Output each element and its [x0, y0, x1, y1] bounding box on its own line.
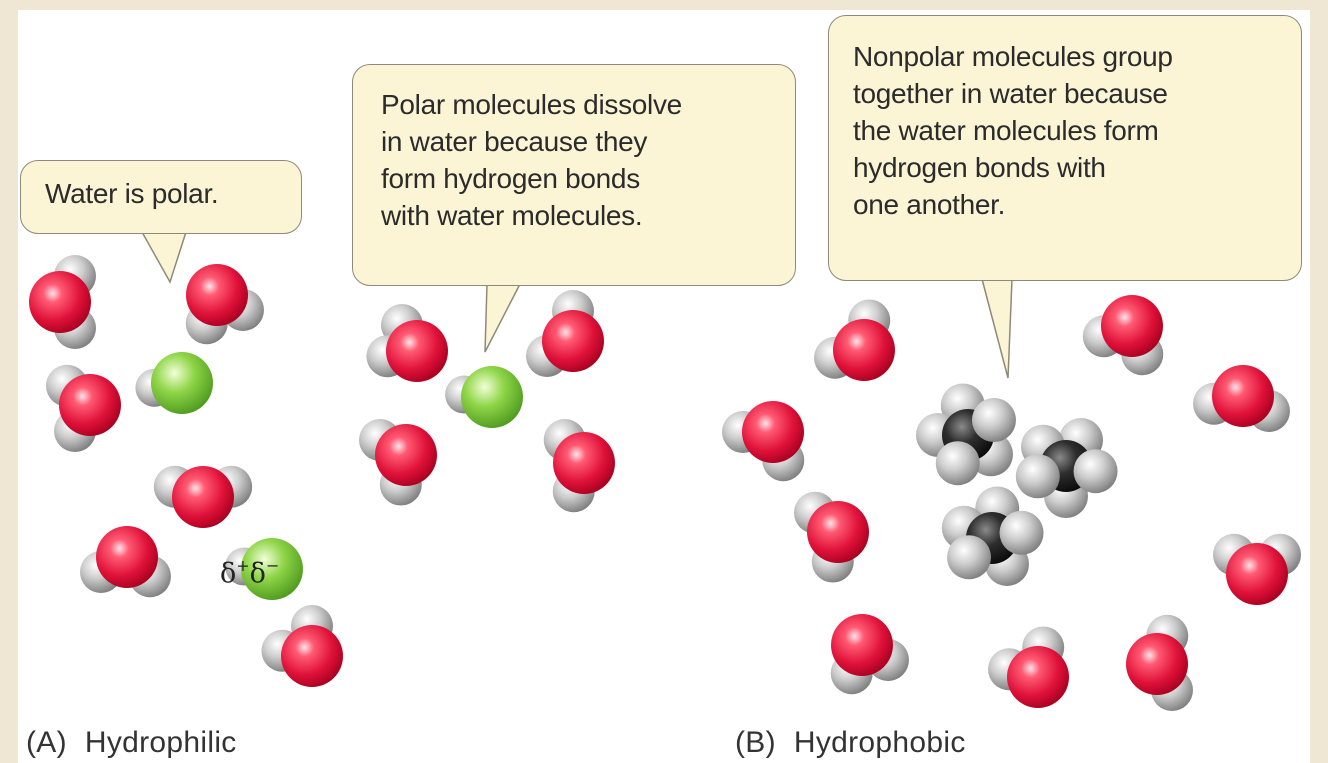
water-molecule	[29, 255, 96, 349]
callout-pointer-b	[484, 283, 521, 353]
polar-molecule	[135, 352, 213, 414]
callout-polar-molecules: Polar molecules dissolve in water becaus…	[352, 64, 796, 286]
callout-pointer-a	[141, 231, 187, 284]
water-molecule	[80, 526, 171, 598]
oxygen-atom	[172, 466, 234, 528]
oxygen-atom	[542, 310, 604, 372]
panel-title-hydrophilic: Hydrophilic	[84, 726, 237, 759]
water-molecule	[1213, 533, 1301, 605]
nonpolar-molecule	[916, 383, 1016, 486]
water-molecule	[359, 419, 437, 506]
panel-title-hydrophobic: Hydrophobic	[793, 726, 966, 759]
polar-molecule	[445, 366, 523, 428]
oxygen-atom	[375, 424, 437, 486]
hydrogen-atom	[947, 535, 992, 580]
water-molecule	[814, 299, 895, 381]
water-molecule	[261, 605, 343, 687]
oxygen-atom	[1212, 365, 1274, 427]
oxygen-atom	[807, 501, 869, 563]
panel-letter-b: (B)	[735, 726, 776, 759]
oxygen-atom	[386, 320, 448, 382]
oxygen-atom	[281, 625, 343, 687]
oxygen-atom	[1007, 646, 1069, 708]
water-molecule	[153, 465, 253, 528]
delta-minus-symbol: δ	[249, 558, 266, 589]
hydrogen-atom	[1073, 449, 1118, 494]
water-molecule	[1126, 614, 1193, 711]
water-molecule	[366, 304, 448, 382]
water-molecule	[543, 419, 615, 513]
bubble-tails	[141, 231, 1013, 379]
water-molecule	[1082, 295, 1164, 376]
water-molecule	[722, 401, 805, 482]
chlorine-atom	[151, 352, 213, 414]
panel-label-hydrophobic: (B) Hydrophobic	[735, 726, 966, 760]
chlorine-atom	[241, 538, 303, 600]
oxygen-atom	[29, 271, 91, 333]
atoms-layer	[29, 255, 1301, 711]
water-molecule	[1193, 365, 1290, 432]
hydrogen-atom	[935, 441, 980, 486]
chlorine-atom	[461, 366, 523, 428]
oxygen-atom	[59, 374, 121, 436]
oxygen-atom	[186, 264, 248, 326]
oxygen-atom	[1126, 633, 1188, 695]
polar-molecule	[225, 538, 303, 600]
water-molecule	[794, 491, 869, 583]
oxygen-atom	[1101, 295, 1163, 357]
callout-nonpolar-molecules: Nonpolar molecules group together in wat…	[828, 15, 1302, 281]
hydrogen-atom	[971, 398, 1016, 442]
partial-charge-labels: δ+δ−	[220, 556, 279, 589]
hydrogen-atom	[999, 510, 1044, 555]
oxygen-atom	[742, 401, 804, 463]
oxygen-atom	[831, 614, 893, 676]
water-molecule	[830, 614, 909, 695]
water-molecule	[988, 626, 1069, 708]
hydrogen-atom	[1015, 454, 1060, 499]
delta-plus-sign: +	[236, 556, 250, 575]
panel-label-hydrophilic: (A) Hydrophilic	[26, 726, 237, 760]
oxygen-atom	[96, 526, 158, 588]
panel-letter-a: (A)	[26, 726, 67, 759]
nonpolar-molecule	[1015, 418, 1118, 518]
nonpolar-molecule	[941, 486, 1044, 586]
oxygen-atom	[833, 319, 895, 381]
delta-minus-sign: −	[265, 556, 280, 575]
oxygen-atom	[1226, 543, 1288, 605]
oxygen-atom	[553, 432, 615, 494]
delta-plus-symbol: δ	[220, 558, 237, 589]
water-molecule	[185, 264, 264, 345]
water-molecule	[526, 290, 604, 377]
callout-pointer-c	[981, 278, 1013, 379]
callout-water-is-polar: Water is polar.	[20, 160, 302, 234]
water-molecule	[46, 364, 121, 452]
